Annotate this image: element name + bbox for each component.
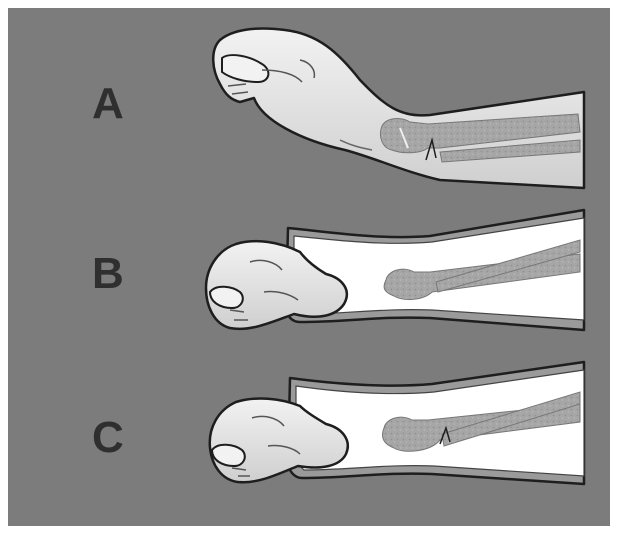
panel-label-a: A	[92, 79, 124, 128]
panel-label-b: B	[92, 249, 124, 298]
panel-label-c: C	[92, 413, 124, 462]
